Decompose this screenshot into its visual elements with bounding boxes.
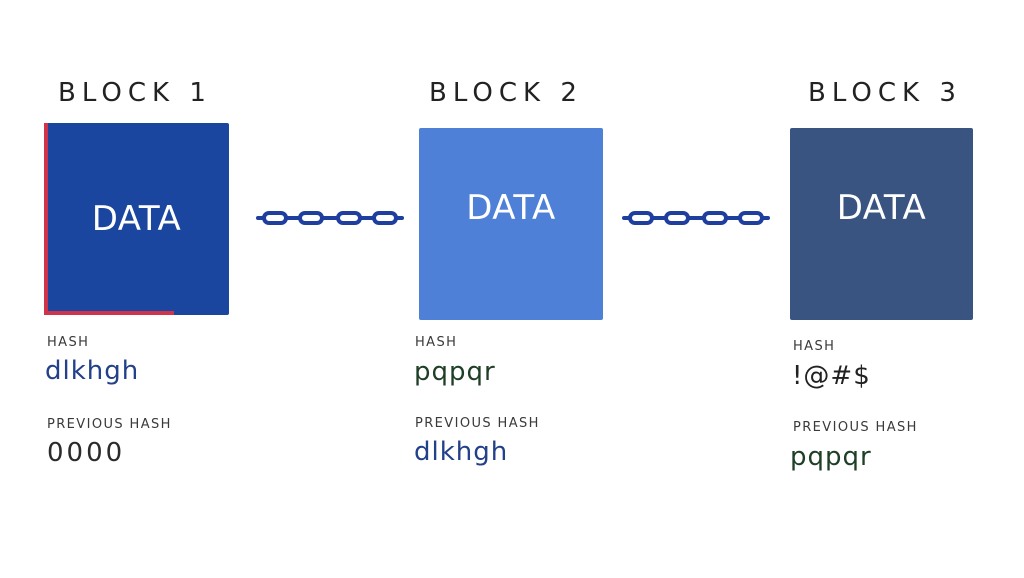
block-3-prev-hash-value: pqpqr [790,442,872,472]
block-3-hash-value: !@#$ [792,361,871,391]
block-2-title: BLOCK 2 [429,78,583,108]
block-2-prev-hash-label: PREVIOUS HASH [415,416,540,431]
block-1-data-label: DATA [91,199,182,239]
block-2-hash-label: HASH [415,335,458,350]
block-3-title: BLOCK 3 [808,78,962,108]
block-1-accent-bottom [44,311,174,315]
block-1-prev-hash-value: 0000 [47,438,126,468]
block-2-data-box: DATA [419,128,603,320]
block-1-prev-hash-label: PREVIOUS HASH [47,417,172,432]
block-1-data-box: DATA [44,123,229,315]
block-2-data-label: DATA [466,188,556,228]
block-2-prev-hash-value: dlkhgh [414,437,509,467]
block-1-hash-value: dlkhgh [45,356,140,386]
block-2-hash-value: pqpqr [414,357,496,387]
chain-link-icon [622,211,770,225]
block-3-hash-label: HASH [793,339,836,354]
block-3-data-label: DATA [836,188,927,228]
block-3-prev-hash-label: PREVIOUS HASH [793,420,918,435]
block-1-accent-left [44,123,48,315]
block-1-title: BLOCK 1 [58,78,212,108]
block-1-hash-label: HASH [47,335,90,350]
block-3-data-box: DATA [790,128,973,320]
chain-link-icon [256,211,404,225]
